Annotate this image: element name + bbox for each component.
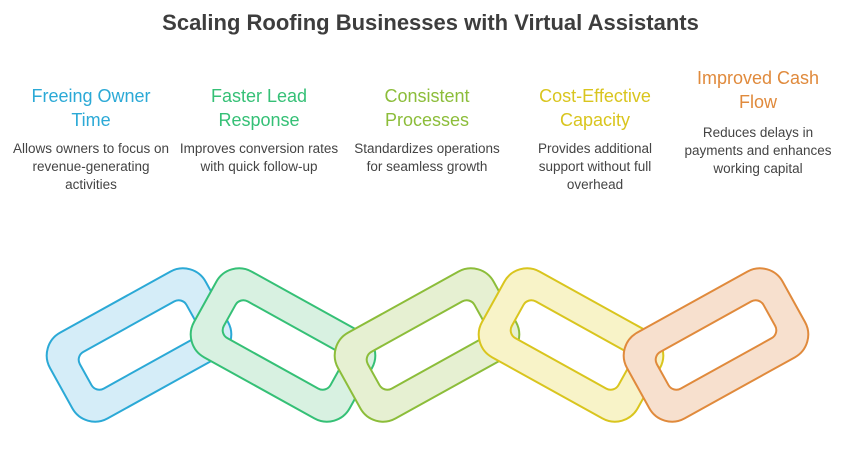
item-cost-effective-capacity: Cost-Effective Capacity Provides additio… xyxy=(515,84,675,194)
item-consistent-processes: Consistent Processes Standardizes operat… xyxy=(347,84,507,176)
item-description: Reduces delays in payments and enhances … xyxy=(684,125,832,176)
item-title: Cost-Effective Capacity xyxy=(539,86,651,130)
page-title: Scaling Roofing Businesses with Virtual … xyxy=(162,10,699,35)
item-faster-lead-response: Faster Lead Response Improves conversion… xyxy=(179,84,339,176)
item-title: Freeing Owner Time xyxy=(31,86,151,130)
item-title: Improved Cash Flow xyxy=(696,68,820,112)
item-title: Faster Lead Response xyxy=(210,86,308,130)
item-description: Allows owners to focus on revenue-genera… xyxy=(12,141,170,192)
item-improved-cash-flow: Improved Cash Flow Reduces delays in pay… xyxy=(683,66,833,178)
item-freeing-owner-time: Freeing Owner Time Allows owners to focu… xyxy=(11,84,171,194)
chain-link-5 xyxy=(622,267,810,423)
item-description: Improves conversion rates with quick fol… xyxy=(179,141,339,174)
item-description: Provides additional support without full… xyxy=(537,141,653,192)
item-description: Standardizes operations for seamless gro… xyxy=(354,141,500,174)
item-title: Consistent Processes xyxy=(384,86,470,130)
